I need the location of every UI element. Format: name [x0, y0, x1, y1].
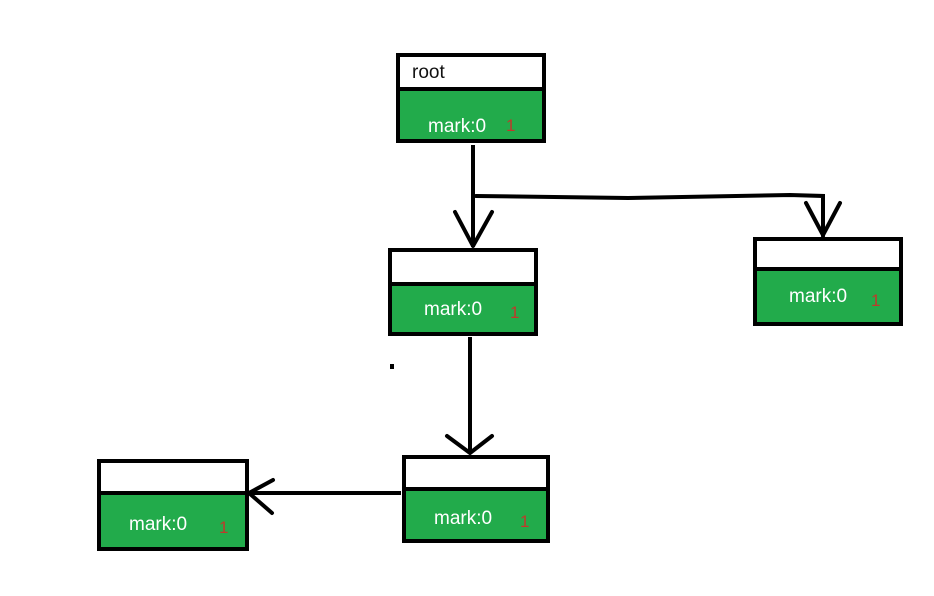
node-right[interactable]: mark:0 1 — [753, 237, 903, 326]
node-middle-count: 1 — [510, 303, 520, 322]
node-root-body: mark:0 1 — [400, 91, 542, 139]
node-root[interactable]: root mark:0 1 — [396, 53, 546, 143]
node-bottom-left-header — [101, 463, 245, 495]
node-root-count: 1 — [506, 116, 516, 135]
node-right-body: mark:0 1 — [757, 271, 899, 322]
node-root-header: root — [400, 57, 542, 91]
node-bottom-center-mark: mark:0 — [434, 508, 493, 529]
edge-bottom-center-to-bottom-left — [247, 478, 401, 515]
node-bottom-center[interactable]: mark:0 1 — [402, 455, 550, 543]
ink-speck — [390, 364, 394, 369]
node-middle[interactable]: mark:0 1 — [388, 248, 538, 336]
node-middle-header — [392, 252, 534, 286]
edge-middle-to-bottom-center — [445, 337, 494, 455]
node-right-count: 1 — [871, 291, 881, 310]
node-middle-mark: mark:0 — [424, 299, 483, 320]
node-bottom-left-count: 1 — [219, 518, 229, 537]
node-root-title: root — [412, 61, 445, 83]
node-bottom-left[interactable]: mark:0 1 — [97, 459, 249, 551]
node-bottom-left-body: mark:0 1 — [101, 495, 245, 547]
edge-root-to-right — [474, 192, 842, 238]
edge-root-to-middle — [453, 145, 494, 248]
node-bottom-center-body: mark:0 1 — [406, 491, 546, 539]
node-middle-body: mark:0 1 — [392, 286, 534, 332]
node-right-header — [757, 241, 899, 271]
node-root-mark: mark:0 — [428, 116, 487, 137]
node-bottom-center-count: 1 — [520, 512, 530, 531]
node-bottom-left-mark: mark:0 — [129, 514, 188, 535]
node-right-mark: mark:0 — [789, 286, 848, 307]
node-bottom-center-header — [406, 459, 546, 491]
